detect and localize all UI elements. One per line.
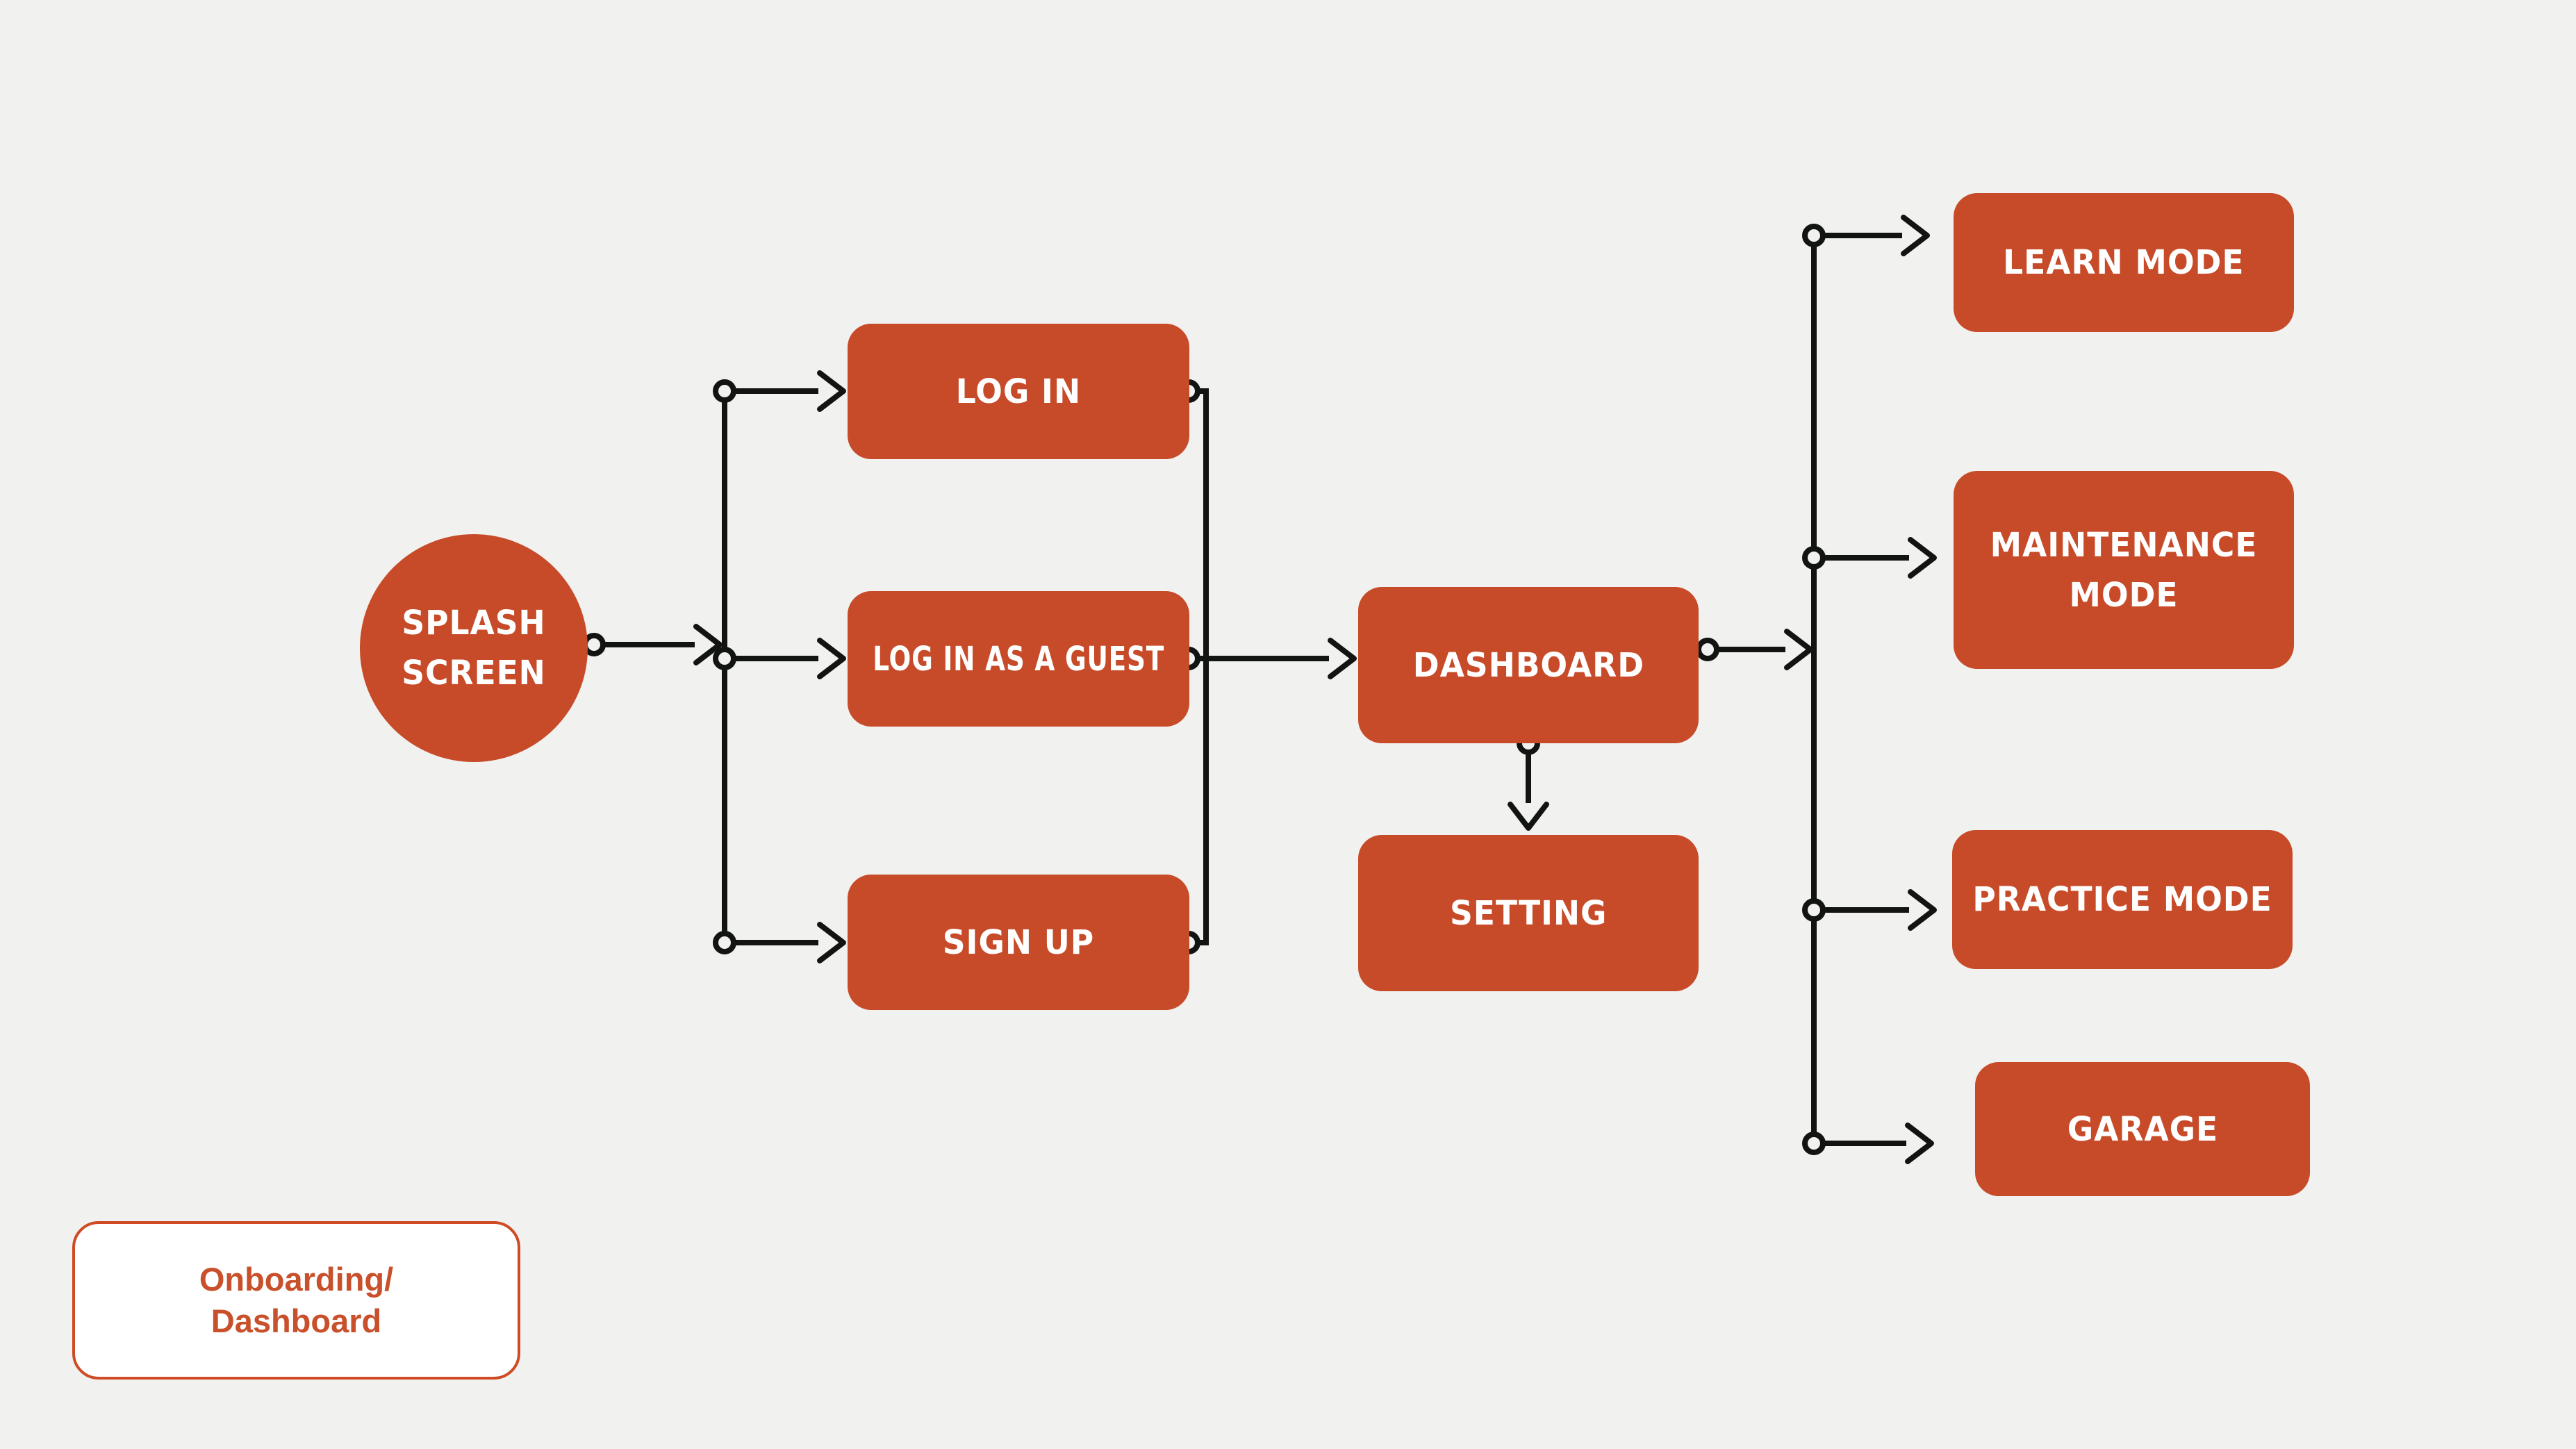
edge-rail-to-garage: [1802, 1123, 1934, 1164]
node-garage[interactable]: GARAGE: [1975, 1062, 2310, 1196]
node-splash-screen[interactable]: SPLASH SCREEN: [360, 534, 588, 762]
node-maintenance-mode-label: MAINTENANCE MODE: [1990, 525, 2258, 615]
node-setting-label: SETTING: [1449, 893, 1608, 933]
node-sign-up[interactable]: SIGN UP: [848, 875, 1189, 1010]
node-dashboard[interactable]: DASHBOARD: [1358, 587, 1699, 743]
edge-rail-to-signup: [713, 922, 846, 963]
node-dashboard-label: DASHBOARD: [1412, 645, 1644, 685]
node-practice-mode[interactable]: PRACTICE MODE: [1952, 830, 2293, 969]
node-log-in-as-guest[interactable]: LOG IN AS A GUEST: [848, 591, 1189, 727]
edge-guest-to-dashboard: [1177, 638, 1357, 679]
node-log-in[interactable]: LOG IN: [848, 324, 1189, 459]
edge-rail-to-maintenance: [1802, 537, 1937, 579]
section-label-card[interactable]: Onboarding/ Dashboard: [72, 1221, 520, 1380]
edge-dashboard-to-right-rail: [1696, 629, 1813, 670]
edge-rail-to-learn: [1802, 215, 1930, 256]
node-splash-screen-label: SPLASH SCREEN: [402, 604, 546, 693]
edge-rail-to-practice: [1802, 889, 1937, 931]
node-log-in-as-guest-label: LOG IN AS A GUEST: [873, 639, 1164, 679]
edge-rail-to-login: [713, 370, 846, 412]
edge-splash-to-rail: [582, 624, 723, 665]
node-log-in-label: LOG IN: [955, 372, 1082, 411]
edge-rail-to-guest: [713, 638, 846, 679]
section-label-line2: Dashboard: [210, 1302, 382, 1339]
node-learn-mode-label: LEARN MODE: [2003, 243, 2245, 282]
section-label-line1: Onboarding/: [199, 1260, 394, 1298]
node-practice-mode-label: PRACTICE MODE: [1972, 880, 2272, 919]
node-garage-label: GARAGE: [2067, 1109, 2218, 1149]
node-learn-mode[interactable]: LEARN MODE: [1954, 193, 2294, 332]
node-setting[interactable]: SETTING: [1358, 835, 1699, 991]
edge-dashboard-to-setting: [1508, 731, 1549, 831]
node-maintenance-mode[interactable]: MAINTENANCE MODE: [1954, 471, 2294, 669]
node-sign-up-label: SIGN UP: [942, 922, 1095, 962]
